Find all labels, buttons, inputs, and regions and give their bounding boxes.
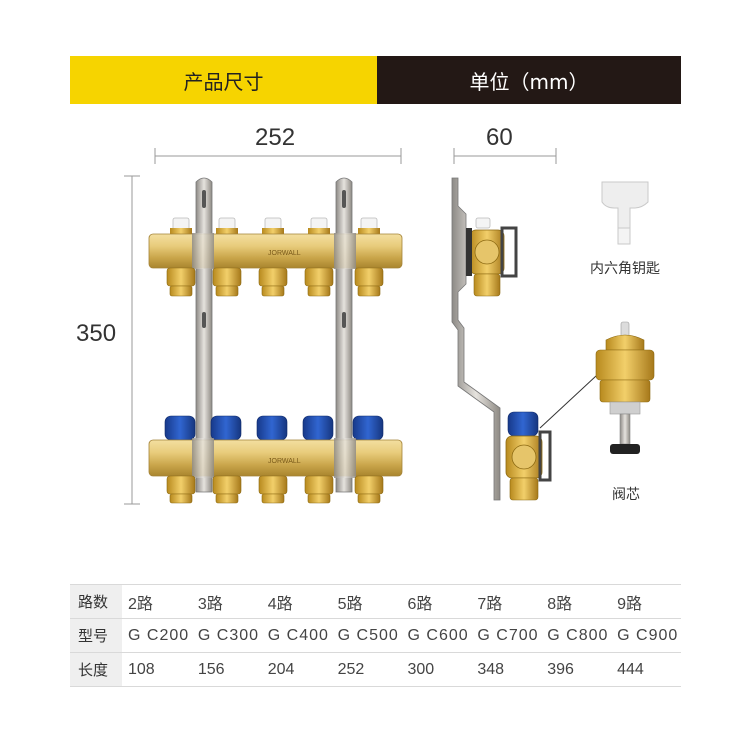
side-width-label: 60 <box>486 124 513 151</box>
row-label-length: 长度 <box>70 652 122 687</box>
side-manifold <box>451 177 597 501</box>
table-cell: G C600 <box>407 626 469 644</box>
table-cell: 108 <box>128 660 155 678</box>
unit-title: 单位（mm） <box>469 69 589 94</box>
table-cell: 156 <box>197 660 225 678</box>
table-cell: 396 <box>547 660 574 678</box>
table-cell: 2路 <box>128 595 153 613</box>
unit-header: 单位（mm） <box>377 56 681 104</box>
table-cell: 9路 <box>617 595 643 613</box>
table-cell: 252 <box>337 660 365 678</box>
table-cell: 444 <box>617 660 644 678</box>
dimension-lines <box>124 148 557 505</box>
valve-core-icon <box>595 321 655 454</box>
front-manifold: JORWALL JORWALL <box>148 177 403 504</box>
table-cell: G C200 <box>128 626 190 644</box>
table-cell: 7路 <box>477 595 503 613</box>
row-label-model: 型号 <box>70 618 122 653</box>
table-cell: G C800 <box>547 626 609 644</box>
table-cell: 5路 <box>337 595 363 613</box>
table-cell: G C500 <box>337 626 399 644</box>
blue-valve-caps <box>164 415 384 441</box>
product-size-header: 产品尺寸 <box>70 56 377 104</box>
table-row-loops: 路数 2路 3路 4路 5路 6路 7路 8路 9路 <box>70 584 681 619</box>
hex-key-caption: 内六角钥匙 <box>590 261 660 277</box>
valve-core-caption: 阀芯 <box>612 487 640 503</box>
table-cell: G C700 <box>477 626 539 644</box>
row-label-loops: 路数 <box>70 584 122 619</box>
height-label: 350 <box>76 320 117 347</box>
table-cell: 4路 <box>267 595 293 613</box>
table-cell: 348 <box>477 660 505 678</box>
front-width-label: 252 <box>255 124 296 151</box>
brand-logo-bottom: JORWALL <box>268 458 301 465</box>
table-cell: 300 <box>407 660 435 678</box>
table-cell: 6路 <box>407 595 433 613</box>
spec-table: 路数 2路 3路 4路 5路 6路 7路 8路 9路 型号 G C200 G C… <box>70 584 681 687</box>
table-row-models: 型号 G C200 G C300 G C400 G C500 G C600 G … <box>70 618 681 653</box>
hex-key-icon <box>601 181 649 245</box>
table-cell: 8路 <box>547 595 573 613</box>
manifold-illustration: JORWALL JORWALL <box>124 148 655 505</box>
product-size-title: 产品尺寸 <box>183 69 264 94</box>
table-cell: G C300 <box>197 626 260 644</box>
table-row-lengths: 长度 108 156 204 252 300 348 396 444 <box>70 652 681 687</box>
brand-logo: JORWALL <box>268 250 301 257</box>
table-cell: 204 <box>267 660 295 678</box>
table-cell: G C900 <box>617 626 679 644</box>
table-cell: 3路 <box>197 595 223 613</box>
table-cell: G C400 <box>267 626 329 644</box>
